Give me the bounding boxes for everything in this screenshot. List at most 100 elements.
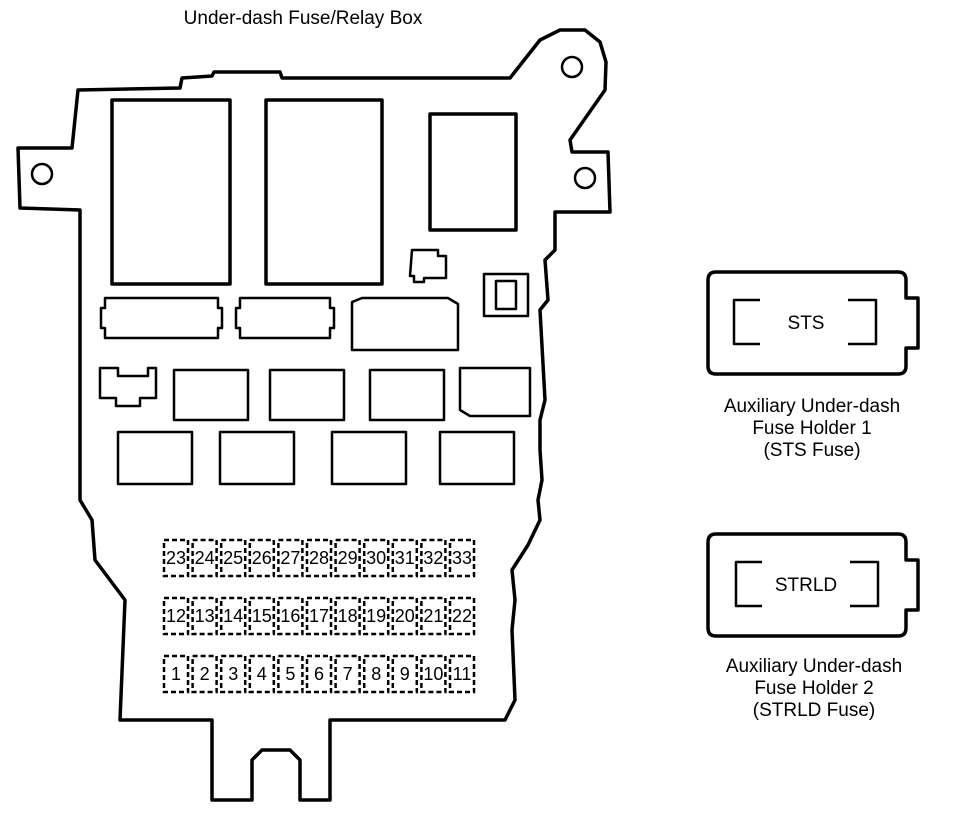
aux-holder-1-slot-right (848, 298, 878, 346)
relay-small-4 (368, 368, 446, 422)
aux-holder-2-caption-line-2: Fuse Holder 2 (754, 678, 873, 699)
diode-socket (482, 272, 530, 318)
fuse-slot-29 (334, 538, 361, 578)
relay-connector-1 (99, 296, 224, 340)
mounting-hole-right (573, 166, 597, 190)
fuse-slot-12 (162, 596, 190, 636)
fuse-number-7: 7 (343, 664, 353, 684)
fuse-number-6: 6 (314, 664, 324, 684)
fuse-slot-6 (305, 654, 333, 694)
aux-holder-1-body (706, 270, 920, 376)
fuse-number-5: 5 (285, 664, 295, 684)
fuse-number-10: 10 (423, 664, 443, 684)
fuse-number-22: 22 (452, 606, 472, 626)
relay-small-6 (116, 430, 194, 486)
fuse-number-11: 11 (453, 664, 472, 684)
fuse-number-2: 2 (200, 664, 210, 684)
relay-large-1 (110, 98, 232, 286)
fuse-slot-25 (219, 538, 247, 578)
aux-fuse-holder-2: STRLD Auxiliary Under-dash Fuse Holder 2… (706, 532, 920, 721)
fuse-number-9: 9 (400, 664, 410, 684)
fuse-number-32: 32 (423, 548, 443, 568)
fuse-slot-32 (420, 538, 447, 578)
fuse-slot-24 (191, 538, 218, 578)
relay-small-2 (172, 368, 250, 422)
fuse-number-25: 25 (223, 548, 243, 568)
fuse-slot-20 (391, 596, 419, 636)
fuse-number-31: 31 (395, 548, 415, 568)
fuse-number-28: 28 (309, 548, 329, 568)
fuse-slot-21 (420, 596, 447, 636)
relay-small-3 (268, 368, 346, 422)
relay-small-7 (218, 430, 296, 486)
fuse-number-26: 26 (252, 548, 272, 568)
fuse-slot-31 (391, 538, 419, 578)
mounting-hole-top-right (560, 55, 584, 79)
mounting-hole-left (30, 162, 54, 186)
fuse-slot-2 (191, 654, 218, 694)
fuse-slot-8 (362, 654, 390, 694)
fuse-slot-15 (248, 596, 276, 636)
relay-connector-2 (234, 296, 336, 340)
aux-holder-1-slot-left (732, 298, 760, 346)
fuse-number-23: 23 (166, 548, 186, 568)
fuse-slot-10 (420, 654, 447, 694)
diagram-title: Under-dash Fuse/Relay Box (184, 8, 423, 29)
relay-small-9 (438, 430, 516, 486)
fuse-slot-13 (191, 596, 218, 636)
fuse-number-14: 14 (223, 606, 243, 626)
fuse-number-21: 21 (423, 606, 443, 626)
fuse-number-17: 17 (309, 606, 329, 626)
fuse-number-30: 30 (366, 548, 386, 568)
fuse-number-1: 1 (171, 664, 181, 684)
fuse-slot-27 (277, 538, 304, 578)
relay-connector-3 (350, 296, 460, 352)
connector-socket-small (408, 248, 448, 284)
fuse-number-29: 29 (338, 548, 358, 568)
fuse-slot-22 (448, 596, 476, 636)
aux-holder-1-fuse-label: STS (788, 313, 825, 334)
fuse-number-20: 20 (395, 606, 415, 626)
relay-large-3 (428, 112, 518, 232)
fuse-number-19: 19 (366, 606, 386, 626)
diode-socket-inner (494, 279, 518, 311)
fuse-number-15: 15 (252, 606, 272, 626)
relay-small-8 (330, 430, 408, 486)
fuse-slot-1 (162, 654, 190, 694)
fuse-number-16: 16 (280, 606, 300, 626)
fuse-number-4: 4 (257, 664, 267, 684)
aux-holder-2-slot-right (850, 560, 880, 608)
aux-holder-2-caption-line-1: Auxiliary Under-dash (726, 656, 902, 677)
fuse-number-13: 13 (195, 606, 215, 626)
fuse-number-27: 27 (280, 548, 300, 568)
fuse-slot-9 (391, 654, 419, 694)
aux-holder-2-body (706, 532, 920, 638)
fuse-number-18: 18 (338, 606, 358, 626)
aux-holder-2-fuse-label: STRLD (775, 575, 837, 596)
fuse-number-33: 33 (452, 548, 472, 568)
fuse-slot-5 (277, 654, 304, 694)
relay-large-2 (264, 98, 384, 286)
fuse-slot-18 (334, 596, 361, 636)
aux-holder-2-slot-left (734, 560, 762, 608)
aux-holder-1-caption-line-3: (STS Fuse) (763, 440, 860, 461)
aux-holder-2-caption-line-3: (STRLD Fuse) (753, 700, 875, 721)
fuse-slot-16 (277, 596, 304, 636)
fuse-slot-30 (362, 538, 390, 578)
fuse-slot-7 (334, 654, 361, 694)
fuse-number-3: 3 (228, 664, 238, 684)
aux-fuse-holder-1: STS Auxiliary Under-dash Fuse Holder 1 (… (706, 270, 920, 461)
relay-small-5 (458, 366, 532, 418)
fuse-slot-14 (219, 596, 247, 636)
fuse-box-housing (16, 28, 612, 802)
fuse-slot-26 (248, 538, 276, 578)
fuse-slot-33 (448, 538, 476, 578)
fuse-slot-3 (219, 654, 247, 694)
fuse-number-12: 12 (166, 606, 186, 626)
fuse-slot-23 (162, 538, 190, 578)
relay-small-1 (98, 366, 158, 408)
fuse-slot-11 (448, 654, 476, 694)
